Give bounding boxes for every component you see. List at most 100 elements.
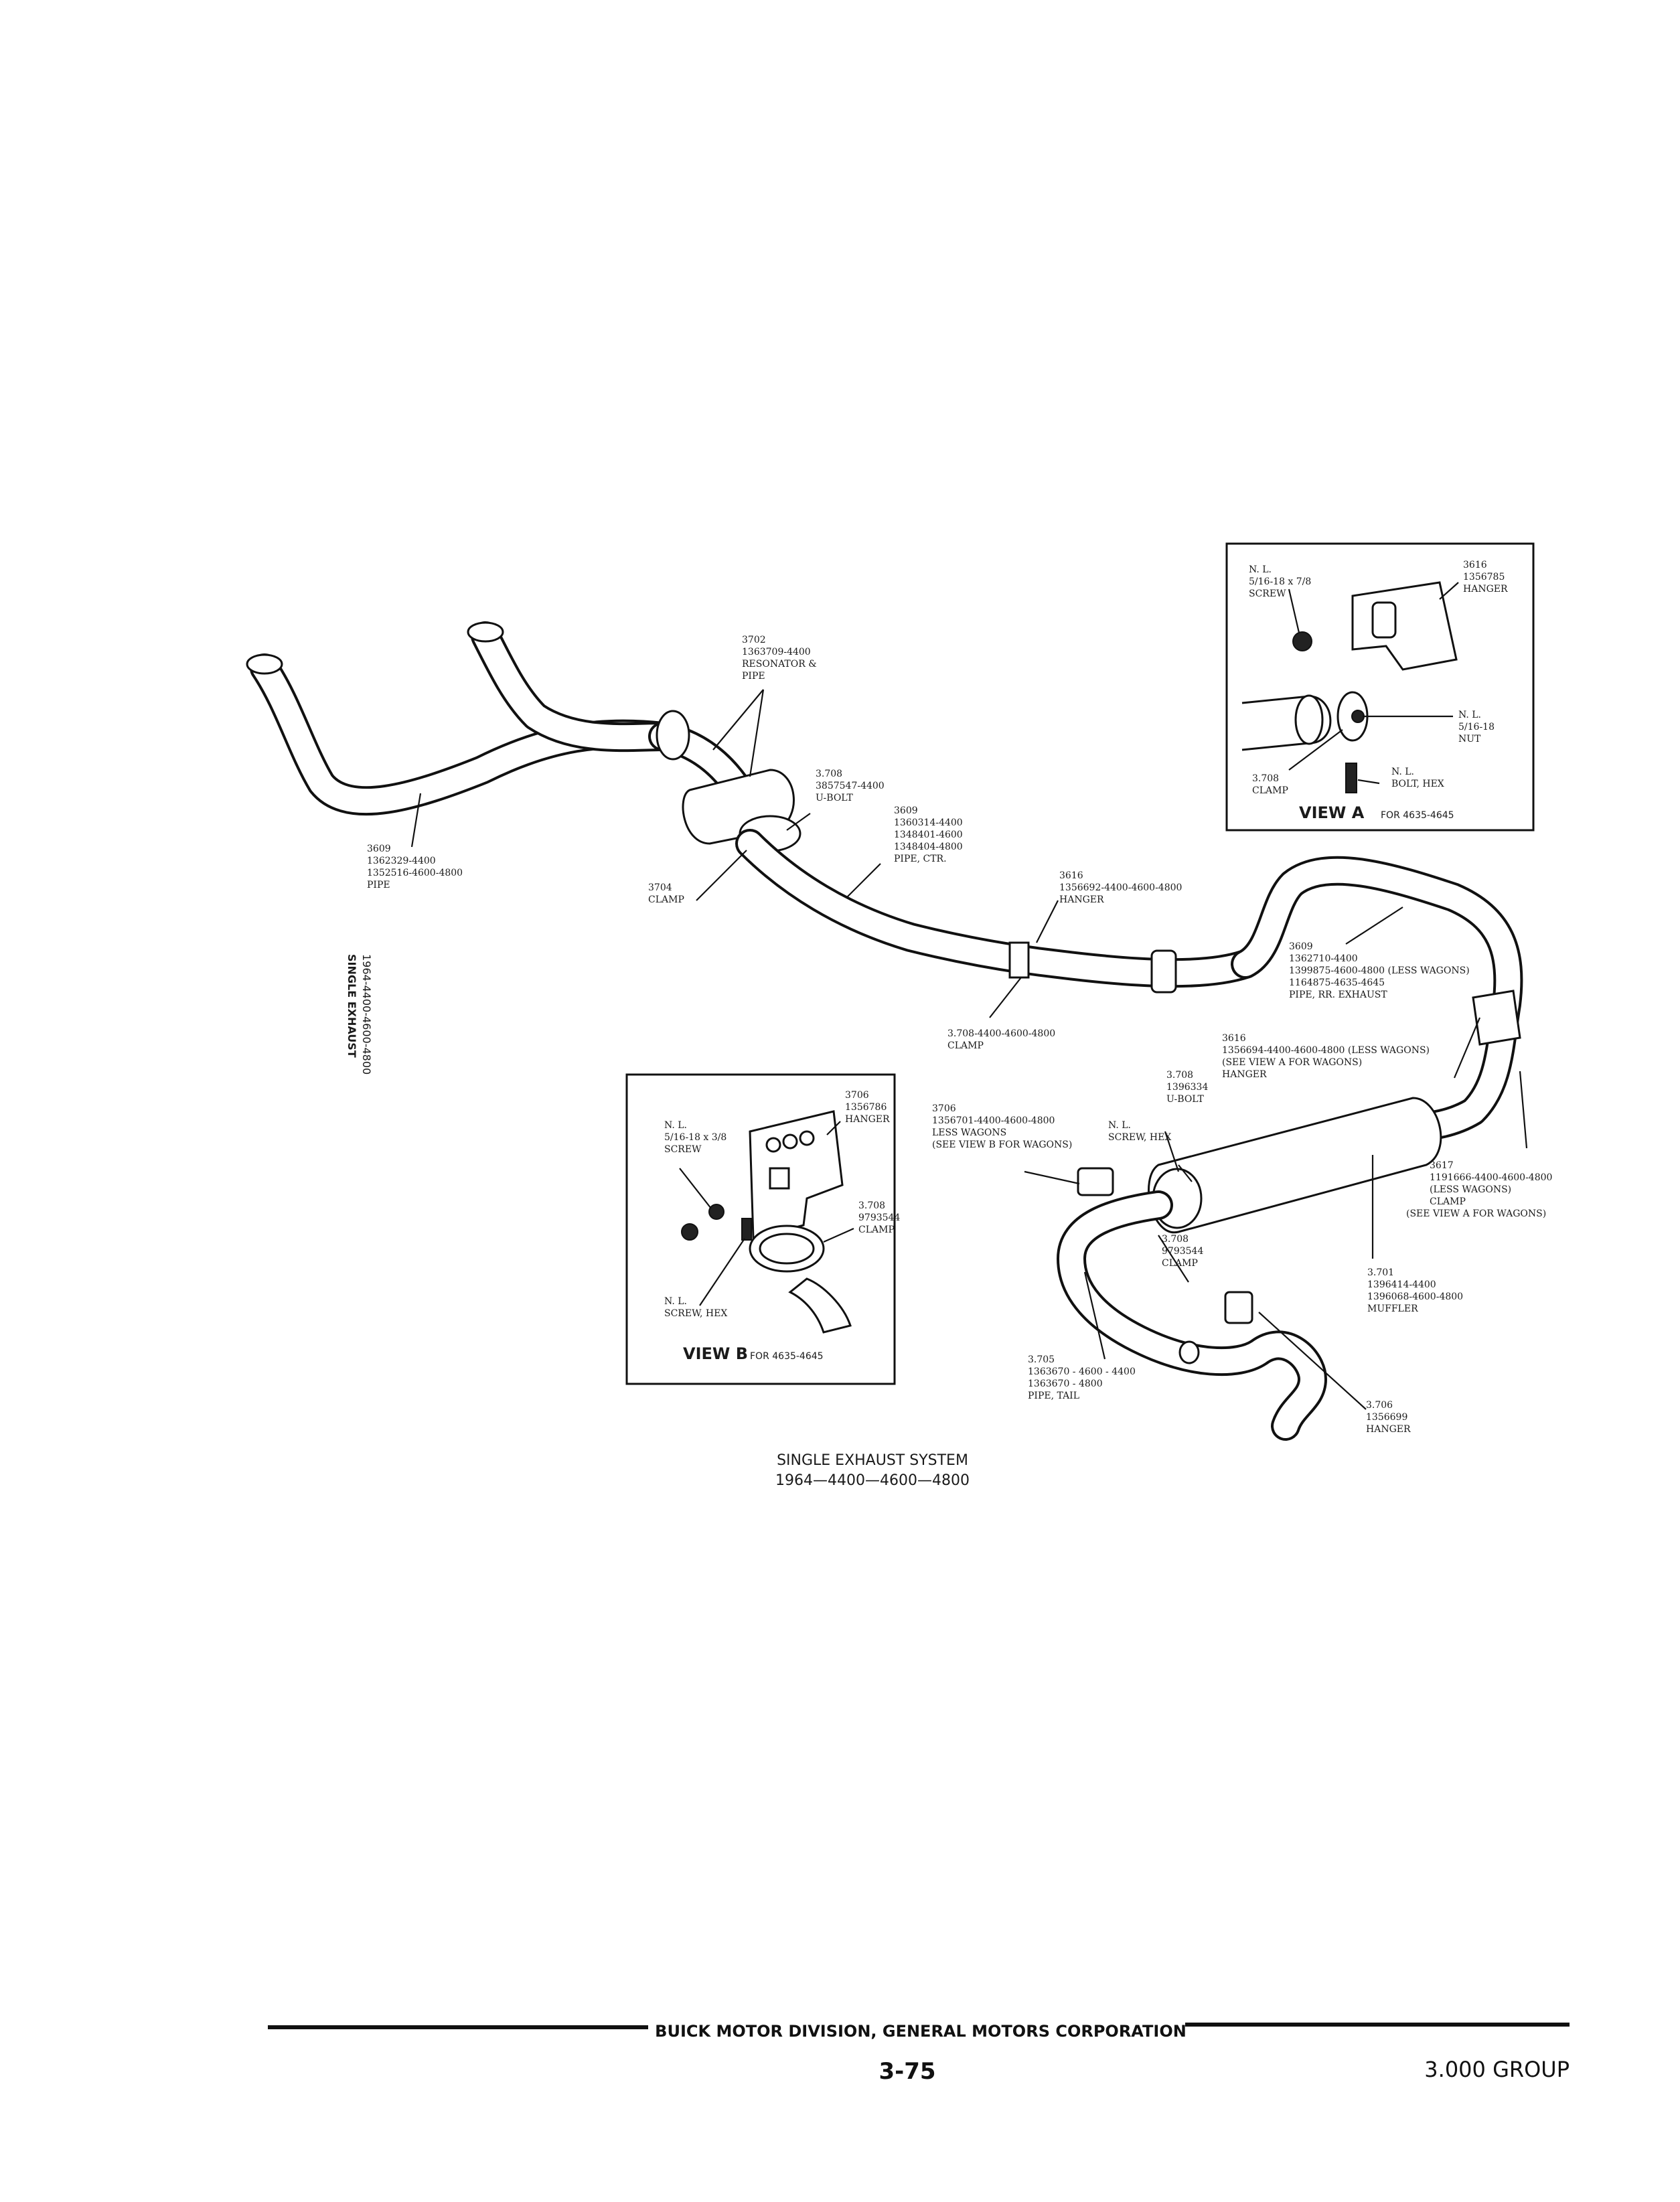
svg-text:3616: 3616 bbox=[1463, 560, 1487, 570]
svg-text:SCREW, HEX: SCREW, HEX bbox=[664, 1308, 727, 1319]
svg-text:1356699: 1356699 bbox=[1366, 1412, 1407, 1423]
svg-text:1363670 - 4800: 1363670 - 4800 bbox=[1028, 1379, 1103, 1389]
svg-text:PIPE: PIPE bbox=[742, 671, 765, 682]
svg-text:CLAMP: CLAMP bbox=[858, 1225, 895, 1235]
svg-text:CLAMP: CLAMP bbox=[1430, 1196, 1466, 1207]
view-a-bolt-label: N. L.BOLT, HEX bbox=[1391, 767, 1444, 789]
svg-text:3.708: 3.708 bbox=[1166, 1070, 1193, 1081]
leader-lines bbox=[410, 689, 1528, 1410]
rear-pipe bbox=[1231, 856, 1523, 1146]
svg-text:3.708-4400-4600-4800: 3.708-4400-4600-4800 bbox=[947, 1028, 1055, 1039]
svg-text:3704: 3704 bbox=[648, 882, 672, 893]
svg-text:5/16-18 x 3/8: 5/16-18 x 3/8 bbox=[664, 1132, 727, 1143]
svg-text:1191666-4400-4600-4800: 1191666-4400-4600-4800 bbox=[1430, 1172, 1552, 1183]
svg-text:1396414-4400: 1396414-4400 bbox=[1367, 1279, 1436, 1290]
svg-text:N. L.: N. L. bbox=[1458, 710, 1481, 720]
resonator-flange bbox=[656, 710, 690, 761]
svg-text:1362710-4400: 1362710-4400 bbox=[1289, 953, 1358, 964]
svg-text:PIPE: PIPE bbox=[367, 880, 390, 890]
view-b-screw bbox=[708, 1204, 724, 1220]
svg-text:3609: 3609 bbox=[367, 844, 391, 854]
center-pipe bbox=[735, 829, 1260, 994]
svg-text:3706: 3706 bbox=[932, 1103, 956, 1114]
svg-text:1356786: 1356786 bbox=[845, 1102, 887, 1113]
svg-text:1356692-4400-4600-4800: 1356692-4400-4600-4800 bbox=[1059, 882, 1182, 893]
svg-text:PIPE, TAIL: PIPE, TAIL bbox=[1028, 1391, 1079, 1401]
svg-text:CLAMP: CLAMP bbox=[648, 894, 684, 905]
svg-text:PIPE, CTR.: PIPE, CTR. bbox=[894, 854, 947, 864]
svg-text:U-BOLT: U-BOLT bbox=[1166, 1094, 1204, 1105]
footer-page-number: 3-75 bbox=[879, 2058, 935, 2085]
footer-group: 3.000 GROUP bbox=[1424, 2057, 1570, 2082]
svg-text:FOR 4635-4645: FOR 4635-4645 bbox=[1381, 810, 1454, 821]
resonator-pipe bbox=[648, 710, 801, 852]
svg-text:N. L.: N. L. bbox=[664, 1296, 687, 1307]
svg-text:HANGER: HANGER bbox=[845, 1114, 890, 1125]
view-b-screw-hex bbox=[741, 1218, 752, 1241]
front-pipe bbox=[246, 621, 678, 816]
tail-pipe bbox=[1057, 1167, 1327, 1441]
svg-text:1352516-4600-4800: 1352516-4600-4800 bbox=[367, 868, 463, 878]
svg-text:U-BOLT: U-BOLT bbox=[816, 793, 853, 803]
svg-text:1964—4400—4600—4800: 1964—4400—4600—4800 bbox=[775, 1472, 970, 1489]
svg-text:5/16-18: 5/16-18 bbox=[1458, 722, 1495, 732]
svg-text:3.706: 3.706 bbox=[1366, 1400, 1393, 1411]
side-caption: SINGLE EXHAUST 1964-4400-4600-4800 bbox=[346, 954, 373, 1075]
tail-clamp bbox=[1178, 1340, 1200, 1364]
svg-text:N. L.: N. L. bbox=[664, 1120, 687, 1131]
view-a-screw bbox=[1292, 631, 1312, 651]
svg-text:1356694-4400-4600-4800 (LESS W: 1356694-4400-4600-4800 (LESS WAGONS) bbox=[1222, 1045, 1430, 1056]
svg-text:(SEE VIEW B FOR WAGONS): (SEE VIEW B FOR WAGONS) bbox=[932, 1139, 1072, 1150]
view-a-hanger bbox=[1351, 581, 1458, 671]
svg-text:SCREW: SCREW bbox=[1249, 588, 1286, 599]
svg-text:VIEW A: VIEW A bbox=[1299, 803, 1365, 822]
svg-text:1964-4400-4600-4800: 1964-4400-4600-4800 bbox=[360, 954, 373, 1075]
svg-text:SINGLE EXHAUST SYSTEM: SINGLE EXHAUST SYSTEM bbox=[777, 1452, 968, 1469]
svg-text:5/16-18 x 7/8: 5/16-18 x 7/8 bbox=[1249, 576, 1311, 587]
svg-text:1164875-4635-4645: 1164875-4635-4645 bbox=[1289, 977, 1385, 988]
view-a-title: VIEW A FOR 4635-4645 bbox=[1299, 803, 1454, 822]
svg-text:3.705: 3.705 bbox=[1028, 1354, 1055, 1365]
rear-hanger bbox=[1224, 1291, 1253, 1324]
svg-text:NUT: NUT bbox=[1458, 734, 1481, 744]
label-pipe-ctr: 36091360314-44001348401-46001348404-4800… bbox=[894, 805, 963, 864]
svg-text:3.708: 3.708 bbox=[858, 1200, 885, 1211]
svg-text:MUFFLER: MUFFLER bbox=[1367, 1304, 1418, 1314]
svg-text:(SEE VIEW A FOR WAGONS): (SEE VIEW A FOR WAGONS) bbox=[1406, 1208, 1546, 1219]
svg-text:3857547-4400: 3857547-4400 bbox=[816, 781, 885, 791]
svg-text:HANGER: HANGER bbox=[1059, 894, 1104, 905]
svg-text:1396068-4600-4800: 1396068-4600-4800 bbox=[1367, 1291, 1463, 1302]
svg-text:3706: 3706 bbox=[845, 1090, 869, 1101]
center-clamp bbox=[1150, 949, 1177, 994]
svg-text:N. L.: N. L. bbox=[1391, 767, 1414, 777]
svg-text:SCREW: SCREW bbox=[664, 1144, 702, 1155]
svg-text:CLAMP: CLAMP bbox=[1252, 785, 1288, 796]
center-hanger bbox=[1008, 941, 1030, 979]
pipe-inlet-left bbox=[246, 653, 283, 675]
svg-text:1356785: 1356785 bbox=[1463, 572, 1505, 582]
svg-text:3616: 3616 bbox=[1059, 870, 1083, 881]
svg-text:3609: 3609 bbox=[894, 805, 918, 816]
